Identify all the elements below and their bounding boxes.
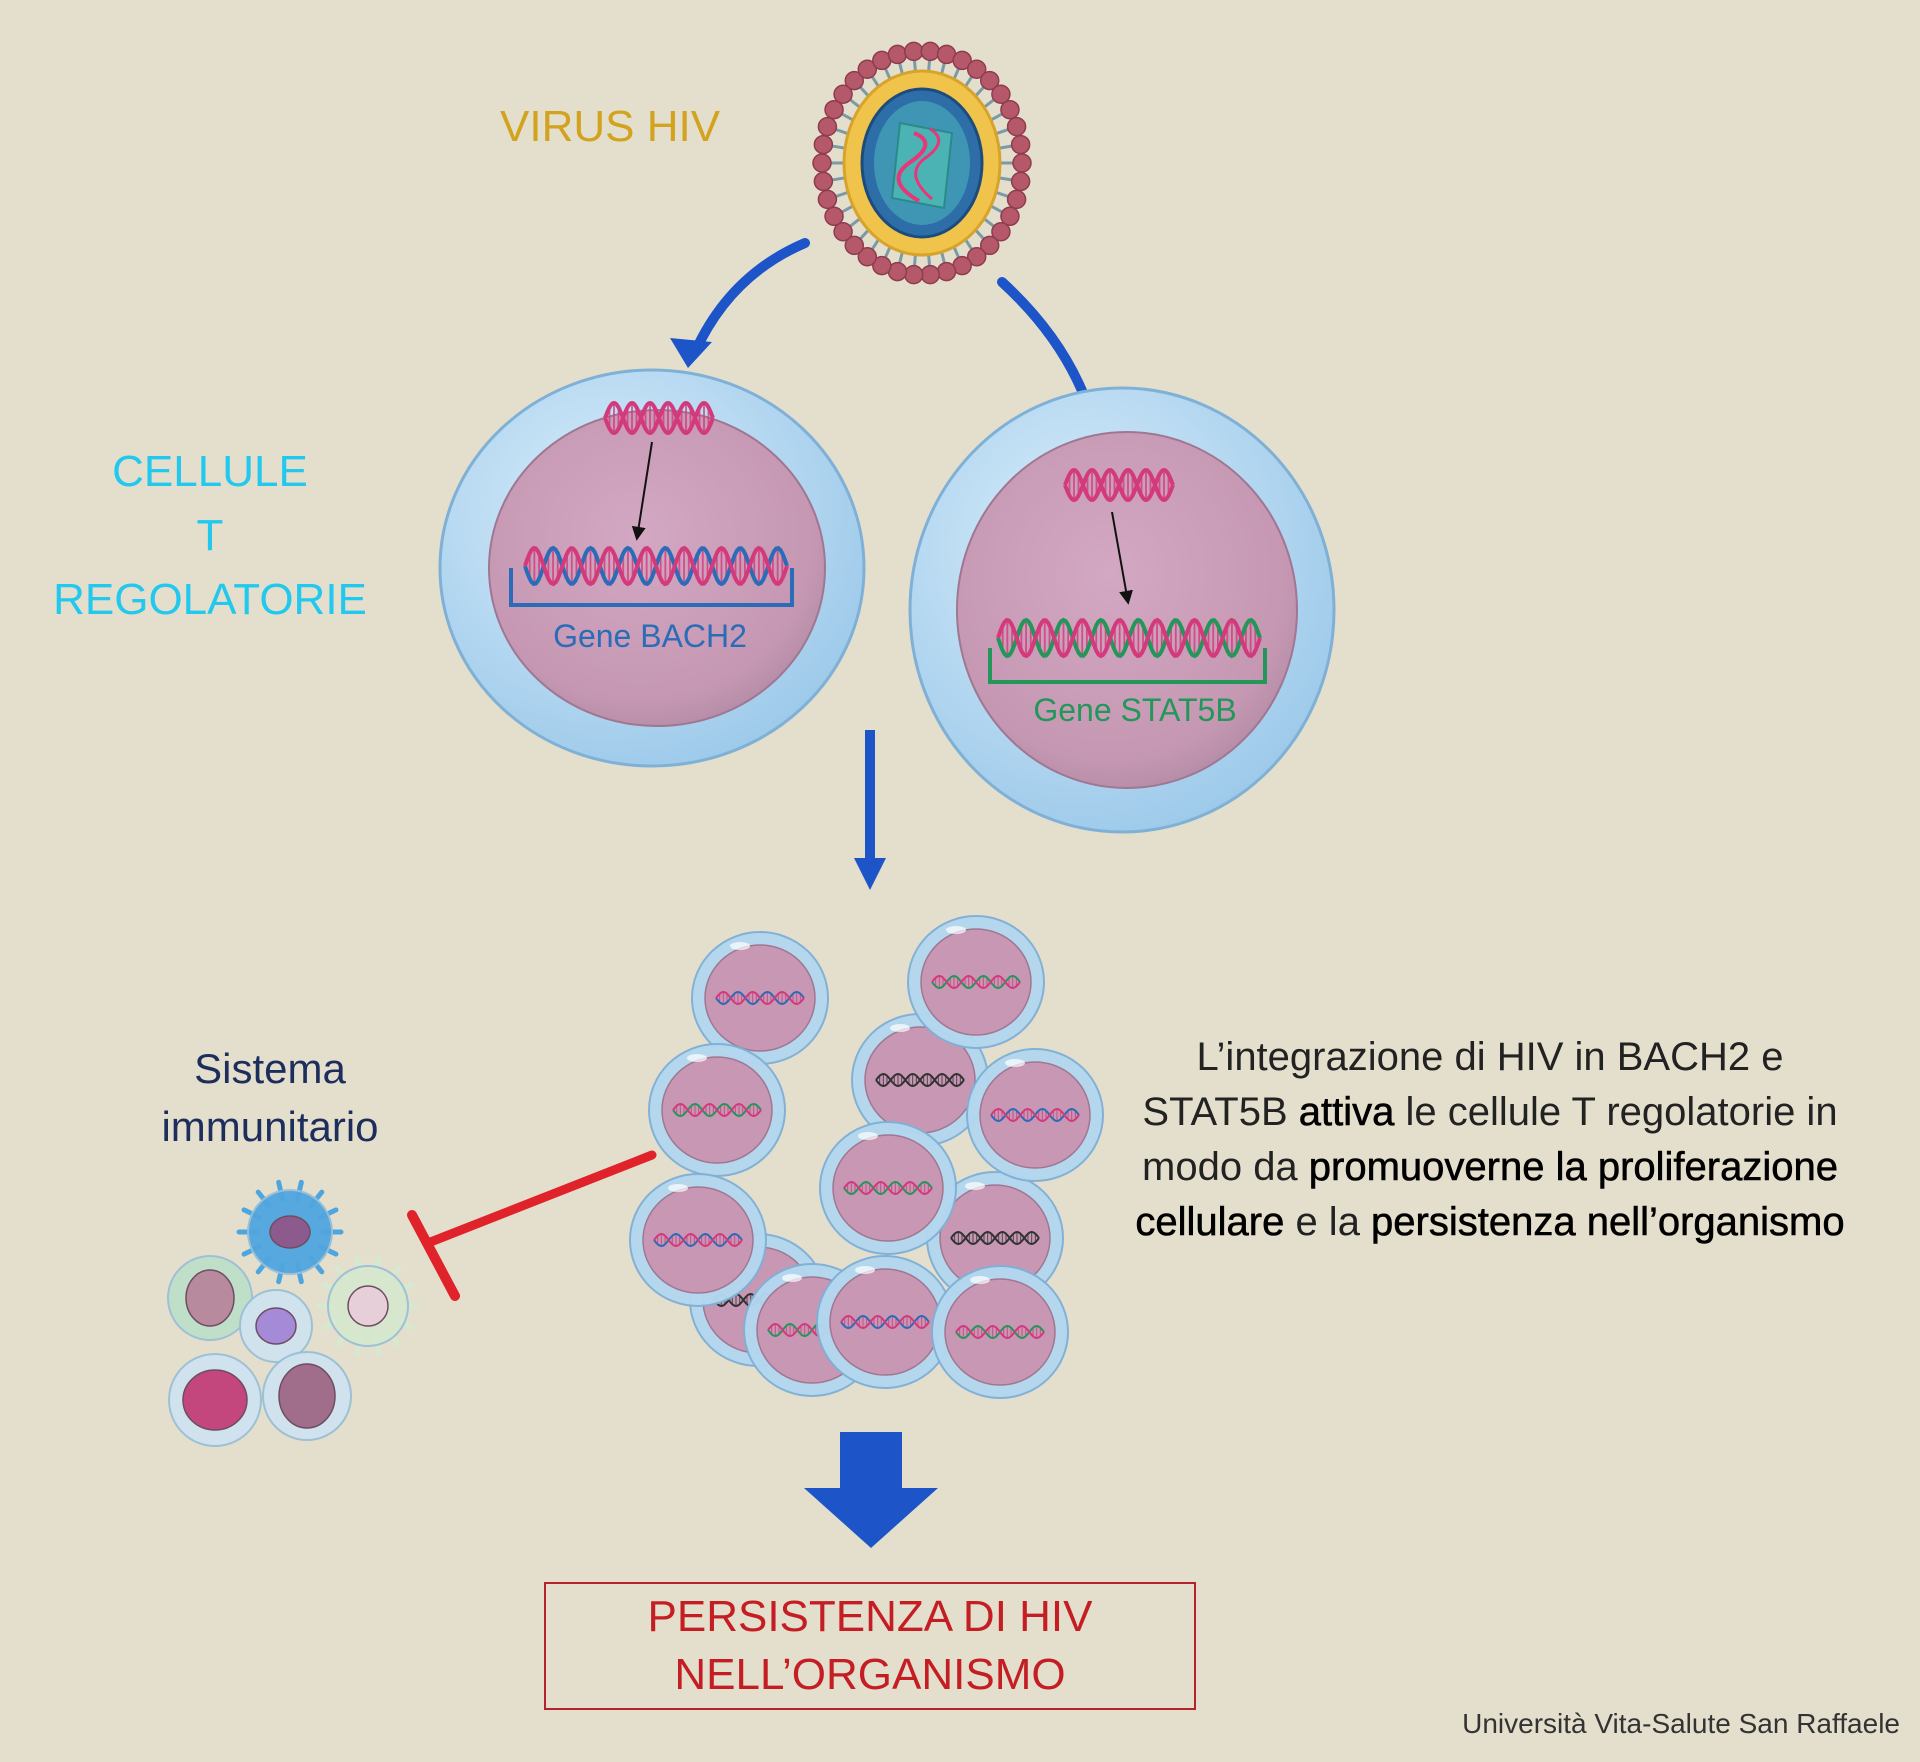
description-text: L’integrazione di HIV in BACH2 e STAT5B …: [1120, 1030, 1860, 1250]
credit-text: Università Vita-Salute San Raffaele: [1462, 1708, 1900, 1739]
treg-label: CELLULE T REGOLATORIE: [53, 447, 367, 624]
outcome-line-1: PERSISTENZA DI HIV: [647, 1592, 1093, 1641]
hiv-dna-icon: [1063, 467, 1175, 503]
immune-system-label: Sistema immunitario: [161, 1045, 379, 1150]
hiv-dna-icon: [603, 400, 715, 436]
arrow-virus-to-left-cell: [670, 238, 810, 368]
description-part: e la: [1284, 1200, 1372, 1244]
gene-bach2-label: Gene BACH2: [553, 618, 747, 654]
integrated-dna-stat5b-icon: [996, 617, 1262, 659]
inhibition-symbol: [407, 1150, 657, 1301]
treg-cell-bach2: [438, 368, 866, 768]
treg-cell-stat5b: [908, 386, 1336, 834]
arrow-cells-to-proliferation: [854, 730, 886, 890]
outcome-box: PERSISTENZA DI HIV NELL’ORGANISMO: [544, 1582, 1196, 1710]
description-part: le cellule T regolatorie in modo da: [1142, 1090, 1838, 1189]
immune-cells-icon: [167, 1179, 420, 1447]
description-emphasis: persistenza nell’organismo: [1371, 1200, 1845, 1245]
gene-stat5b-label: Gene STAT5B: [1033, 692, 1237, 728]
proliferating-treg-cluster-icon: [629, 915, 1104, 1399]
description-emphasis: promuoverne la proliferazione cellulare: [1135, 1145, 1838, 1245]
outcome-line-2: NELL’ORGANISMO: [674, 1650, 1066, 1699]
big-down-arrow: [804, 1432, 938, 1548]
description-emphasis: attiva: [1298, 1090, 1395, 1135]
hiv-virus-icon: [812, 41, 1032, 285]
virus-label: VIRUS HIV: [500, 102, 721, 151]
description-part: L’integrazione di HIV in BACH2 e STAT5B: [1142, 1035, 1784, 1134]
integrated-dna-bach2-icon: [523, 545, 789, 587]
